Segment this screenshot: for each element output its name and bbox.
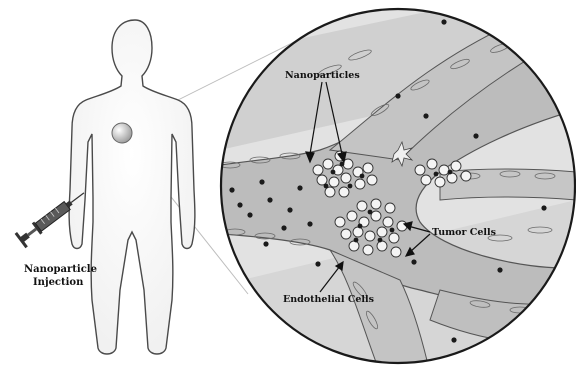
injection-label-line1: Nanoparticle — [24, 264, 97, 275]
injection-label-line2: Injection — [33, 277, 84, 288]
endothelial-cells-label: Endothelial Cells — [283, 294, 374, 305]
tumor-cells-label: Tumor Cells — [432, 227, 496, 238]
nanoparticles-label: Nanoparticles — [285, 70, 360, 81]
human-silhouette-icon — [69, 20, 195, 354]
tumor-site-icon — [112, 123, 132, 143]
